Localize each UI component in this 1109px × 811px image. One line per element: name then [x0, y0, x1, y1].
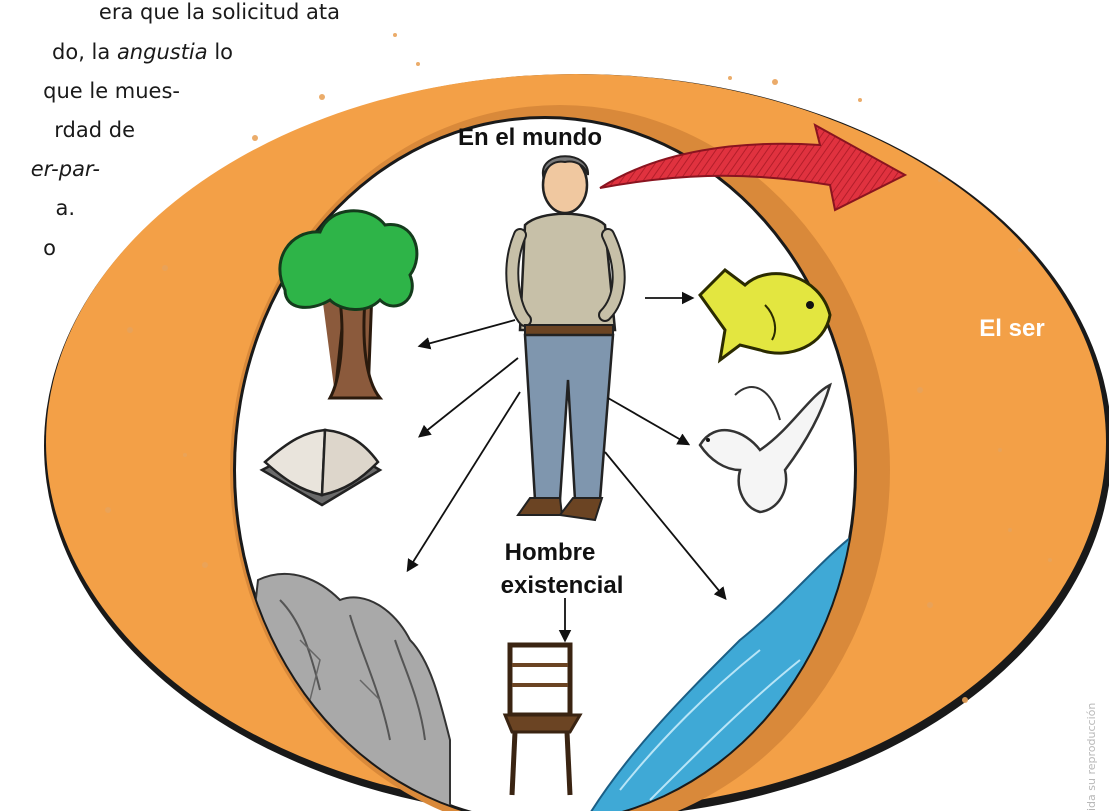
label-world: En el mundo [458, 124, 602, 151]
transcend-arrow-icon [599, 123, 908, 212]
arrow-to-book [418, 357, 519, 438]
fish-icon [698, 268, 832, 364]
dove-icon [698, 382, 832, 514]
label-being: El ser [979, 315, 1044, 342]
tree-icon [278, 209, 419, 400]
arrow-to-tree [417, 319, 516, 350]
arrow-to-rock [406, 391, 521, 573]
relation-arrows [406, 291, 727, 643]
man-figure-icon [505, 155, 626, 522]
label-man-line-2: existencial [501, 572, 624, 599]
arrow-to-dove [607, 397, 691, 446]
chair-icon [502, 642, 583, 796]
arrow-to-water [604, 451, 727, 600]
book-icon [259, 428, 383, 507]
rights-note: ida su reproducción [1085, 702, 1098, 811]
label-man-line-1: Hombre [505, 539, 596, 566]
